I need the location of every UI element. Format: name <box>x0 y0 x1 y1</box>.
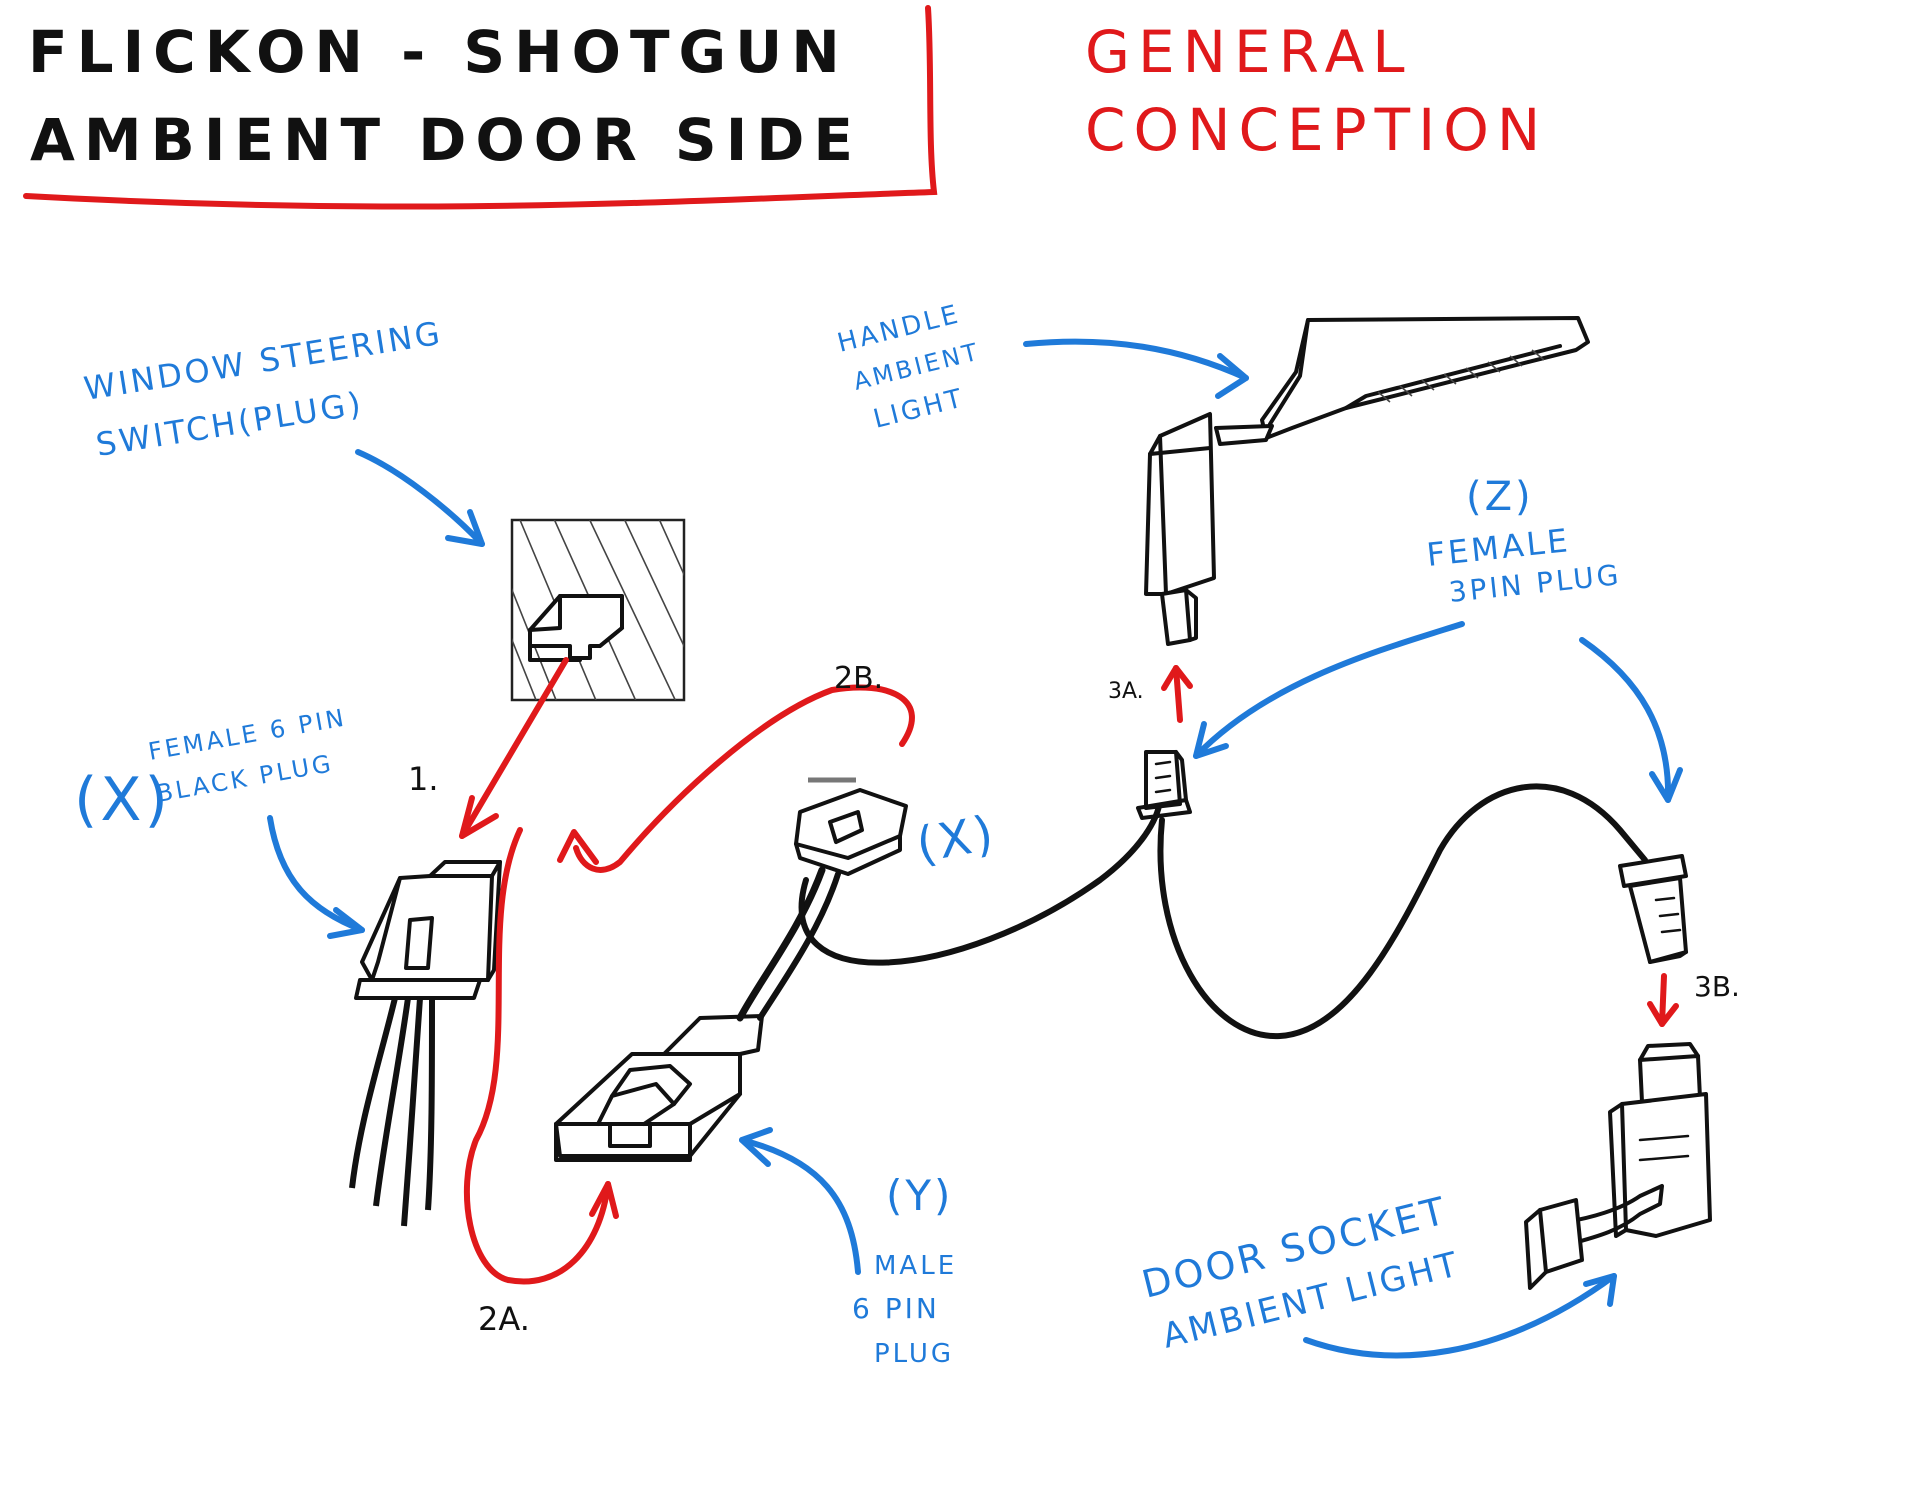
step-1: 1. <box>408 760 439 798</box>
window-switch-plug-icon <box>510 518 686 702</box>
label-handle-3: LIGHT <box>870 383 967 435</box>
label-window-switch-1: WINDOW STEERING <box>81 314 445 408</box>
label-male-1: MALE <box>874 1251 957 1281</box>
female-3pin-plug-icon <box>1136 750 1192 820</box>
x-connector-icon <box>794 777 908 876</box>
title-line-1: FLICKON - SHOTGUN <box>28 18 849 86</box>
main-cable <box>798 797 1163 966</box>
step-2b: 2B. <box>834 661 883 696</box>
female-3pin-plug-3b-icon <box>1618 854 1688 964</box>
branch-cable <box>1157 783 1648 1040</box>
step-3a: 3A. <box>1108 679 1144 704</box>
door-handle-light-icon <box>1144 316 1590 646</box>
label-z-mark: (Z) <box>1466 474 1534 520</box>
step-2a: 2A. <box>478 1300 530 1338</box>
subtitle-line-1: GENERAL <box>1085 18 1413 86</box>
female-6pin-connector-icon <box>349 860 502 1227</box>
male-6pin-connector-icon <box>554 1014 764 1162</box>
label-male-2: 6 PIN <box>852 1292 940 1325</box>
title-frame <box>23 5 938 210</box>
title-block: FLICKON - SHOTGUN AMBIENT DOOR SIDE GENE… <box>23 5 1548 210</box>
subtitle-line-2: CONCEPTION <box>1085 96 1548 164</box>
label-male-3: PLUG <box>874 1339 954 1369</box>
blue-pointers <box>267 338 1683 1359</box>
step-3b: 3B. <box>1694 970 1740 1003</box>
red-routing <box>459 657 1679 1285</box>
label-y-mark: (Y) <box>886 1171 953 1220</box>
label-x-mark: (X) <box>912 805 1000 874</box>
label-x-mark-left: (X) <box>74 765 171 835</box>
step-numbers: 1. 2A. 2B. 3A. 3B. <box>408 661 1740 1338</box>
title-line-2: AMBIENT DOOR SIDE <box>30 106 862 174</box>
door-socket-light-icon <box>1524 1042 1712 1290</box>
